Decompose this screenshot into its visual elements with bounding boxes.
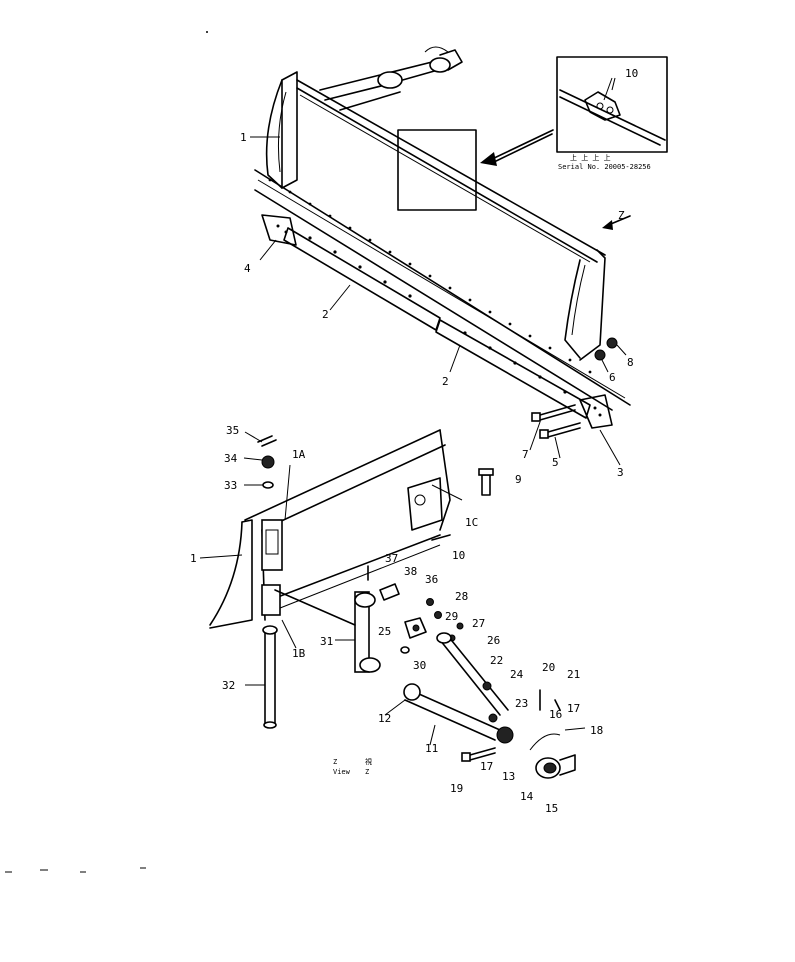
bolt-hole-row (268, 178, 592, 374)
callout-36: 36 (425, 573, 438, 586)
hydraulic-cylinder (403, 632, 514, 744)
callout-17b: 17 (480, 760, 493, 773)
callout-14: 14 (520, 790, 534, 803)
callout-11: 11 (425, 742, 438, 755)
callout-25: 25 (378, 625, 391, 638)
callout-1-top: 1 (240, 131, 247, 144)
callout-labels: 1 2 2 3 4 5 6 7 8 9 10 10 1 1A 1B 1C 11 … (190, 67, 638, 815)
callout-27: 27 (472, 617, 485, 630)
callout-32: 32 (222, 679, 235, 692)
view-label-view: View (333, 768, 351, 776)
callout-24: 24 (510, 668, 524, 681)
left-pin-stack (257, 435, 278, 729)
callout-28: 28 (455, 590, 468, 603)
callout-26: 26 (487, 634, 500, 647)
view-label-z: Z (333, 758, 337, 766)
cutting-edges (261, 214, 613, 429)
callout-21: 21 (567, 668, 580, 681)
callout-10-lower: 10 (452, 549, 465, 562)
callout-20: 20 (542, 661, 555, 674)
callout-7: 7 (522, 448, 529, 461)
lower-frame (209, 429, 494, 629)
link-31 (274, 589, 381, 673)
callout-1a: 1A (292, 448, 306, 461)
leader-lines (199, 77, 621, 746)
inset-detail (556, 56, 668, 153)
callout-17a: 17 (567, 702, 580, 715)
callout-1-lower: 1 (190, 552, 197, 565)
bolts-nuts (531, 337, 627, 439)
callout-16: 16 (549, 708, 562, 721)
callout-13: 13 (502, 770, 515, 783)
callout-30: 30 (413, 659, 426, 672)
view-label-kanji: 視 (365, 757, 372, 766)
callout-9: 9 (515, 473, 522, 486)
callout-2b: 2 (442, 375, 449, 388)
callout-29: 29 (445, 610, 458, 623)
callout-22: 22 (490, 654, 503, 667)
callout-1b: 1B (292, 647, 306, 660)
callout-18: 18 (590, 724, 603, 737)
callout-1c: 1C (465, 516, 478, 529)
callout-10-inset: 10 (625, 67, 638, 80)
callout-35: 35 (226, 424, 239, 437)
callout-34: 34 (224, 452, 238, 465)
rod-end-parts (461, 689, 586, 779)
callout-37: 37 (385, 552, 398, 565)
view-z-arrow-label: Z (618, 209, 625, 222)
callout-15: 15 (545, 802, 558, 815)
callout-23: 23 (515, 697, 528, 710)
inset-arrow (480, 129, 554, 166)
callout-12: 12 (378, 712, 391, 725)
view-z-arrow (602, 215, 631, 230)
blade-assembly (254, 46, 631, 411)
callout-2a: 2 (322, 308, 329, 321)
callout-19: 19 (450, 782, 463, 795)
scan-marks (5, 867, 146, 873)
callout-8: 8 (627, 356, 634, 369)
callout-3: 3 (617, 466, 624, 479)
callout-33: 33 (224, 479, 237, 492)
inset-serial-top: 上 上 上 上 (570, 153, 611, 162)
inset-serial-number: Serial No. 20005-28256 (558, 163, 651, 171)
callout-31: 31 (320, 635, 333, 648)
scan-dot (206, 31, 208, 33)
callout-4: 4 (244, 262, 251, 275)
small-parts (367, 565, 464, 654)
callout-5: 5 (552, 456, 559, 469)
callout-38: 38 (404, 565, 417, 578)
callout-6: 6 (609, 371, 616, 384)
view-label-z2: Z (365, 768, 369, 776)
